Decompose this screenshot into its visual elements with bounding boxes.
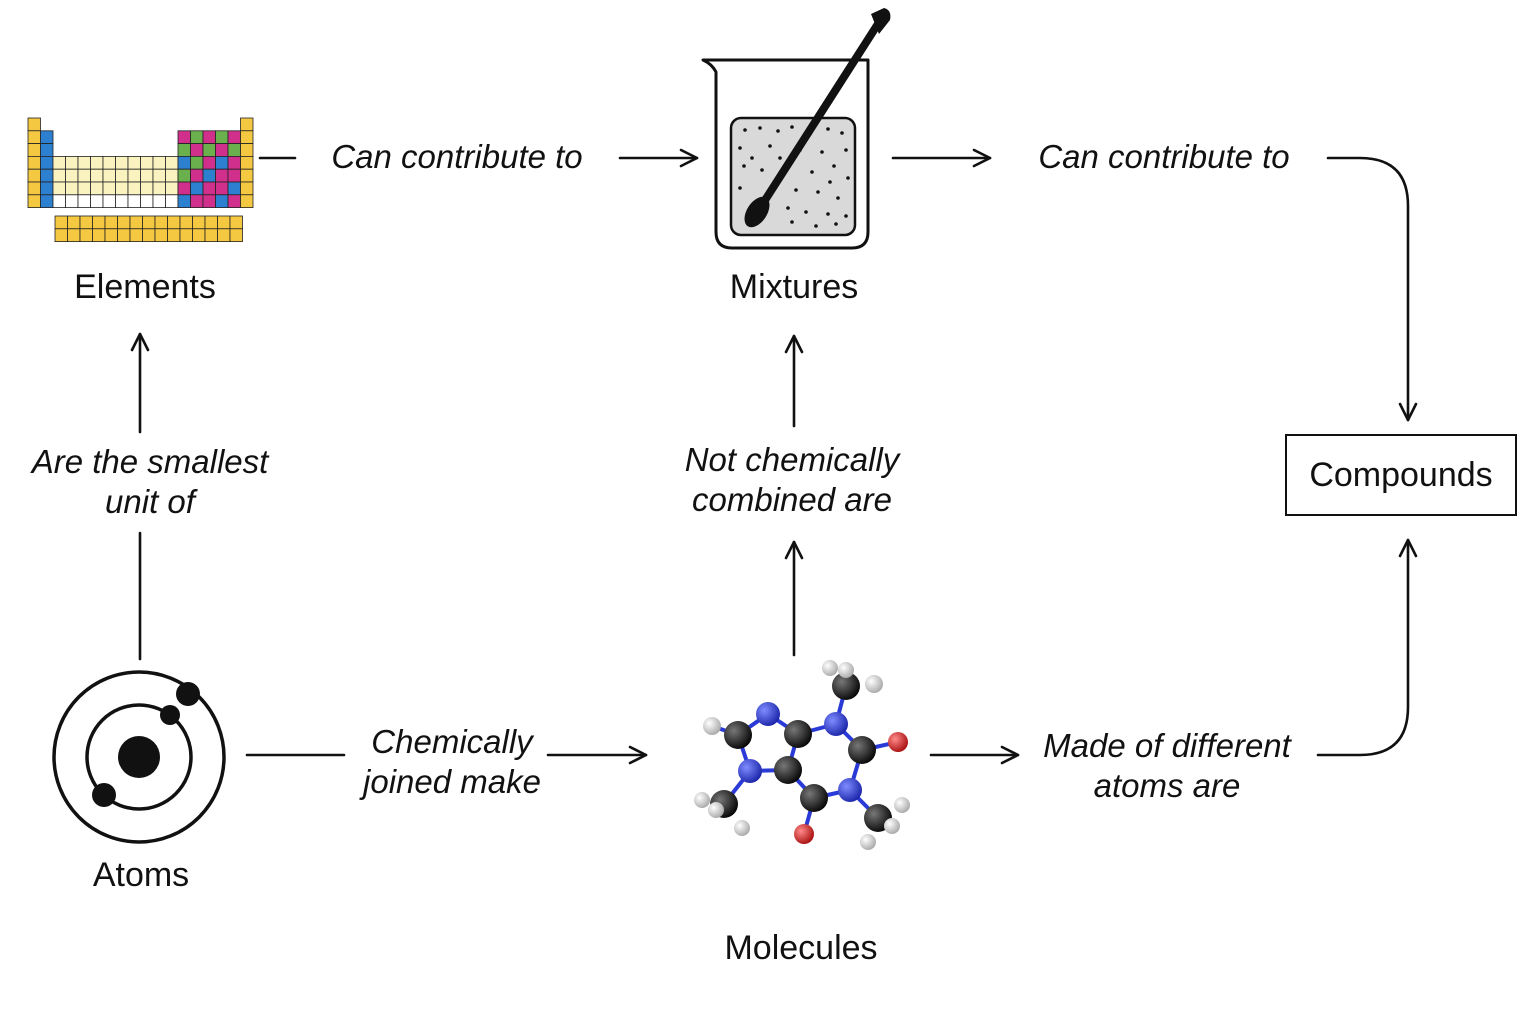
beaker-with-stirrer-icon — [701, 8, 891, 250]
periodic-table-icon — [27, 117, 254, 243]
edge-label-line: Chemically — [371, 723, 533, 760]
node-mixtures: Mixtures — [729, 268, 859, 306]
edge-label-line: joined make — [363, 763, 541, 800]
node-elements: Elements — [74, 268, 216, 306]
edge-label-line: combined are — [692, 481, 892, 518]
edge-mixtures-compounds-arrow — [1326, 156, 1418, 422]
edge-label-atoms-to-elements: Are the smallest unit of — [32, 442, 269, 522]
edge-label-line: Are the smallest — [31, 443, 269, 480]
molecule-ball-and-stick-icon — [694, 660, 910, 850]
edge-label-line: unit of — [105, 483, 195, 520]
edge-label-line: Made of different — [1043, 727, 1291, 764]
edge-molecules-compounds-arrow — [1316, 538, 1418, 757]
node-atoms: Atoms — [92, 856, 190, 894]
node-compounds-label: Compounds — [1309, 455, 1493, 494]
edge-label-line: Not chemically — [684, 441, 900, 478]
edge-label-molecules-to-mixtures: Not chemically combined are — [685, 440, 900, 520]
node-molecules: Molecules — [724, 929, 878, 967]
node-compounds: Compounds — [1285, 434, 1517, 516]
edge-label-line: atoms are — [1093, 767, 1241, 804]
edge-label-molecules-to-compounds: Made of different atoms are — [1043, 726, 1291, 806]
atom-orbits-icon — [52, 670, 226, 844]
edge-label-atoms-to-molecules: Chemically joined make — [363, 722, 541, 802]
edge-label-mixtures-to-compounds: Can contribute to — [1038, 138, 1290, 175]
edge-label-elements-to-mixtures: Can contribute to — [331, 138, 583, 175]
